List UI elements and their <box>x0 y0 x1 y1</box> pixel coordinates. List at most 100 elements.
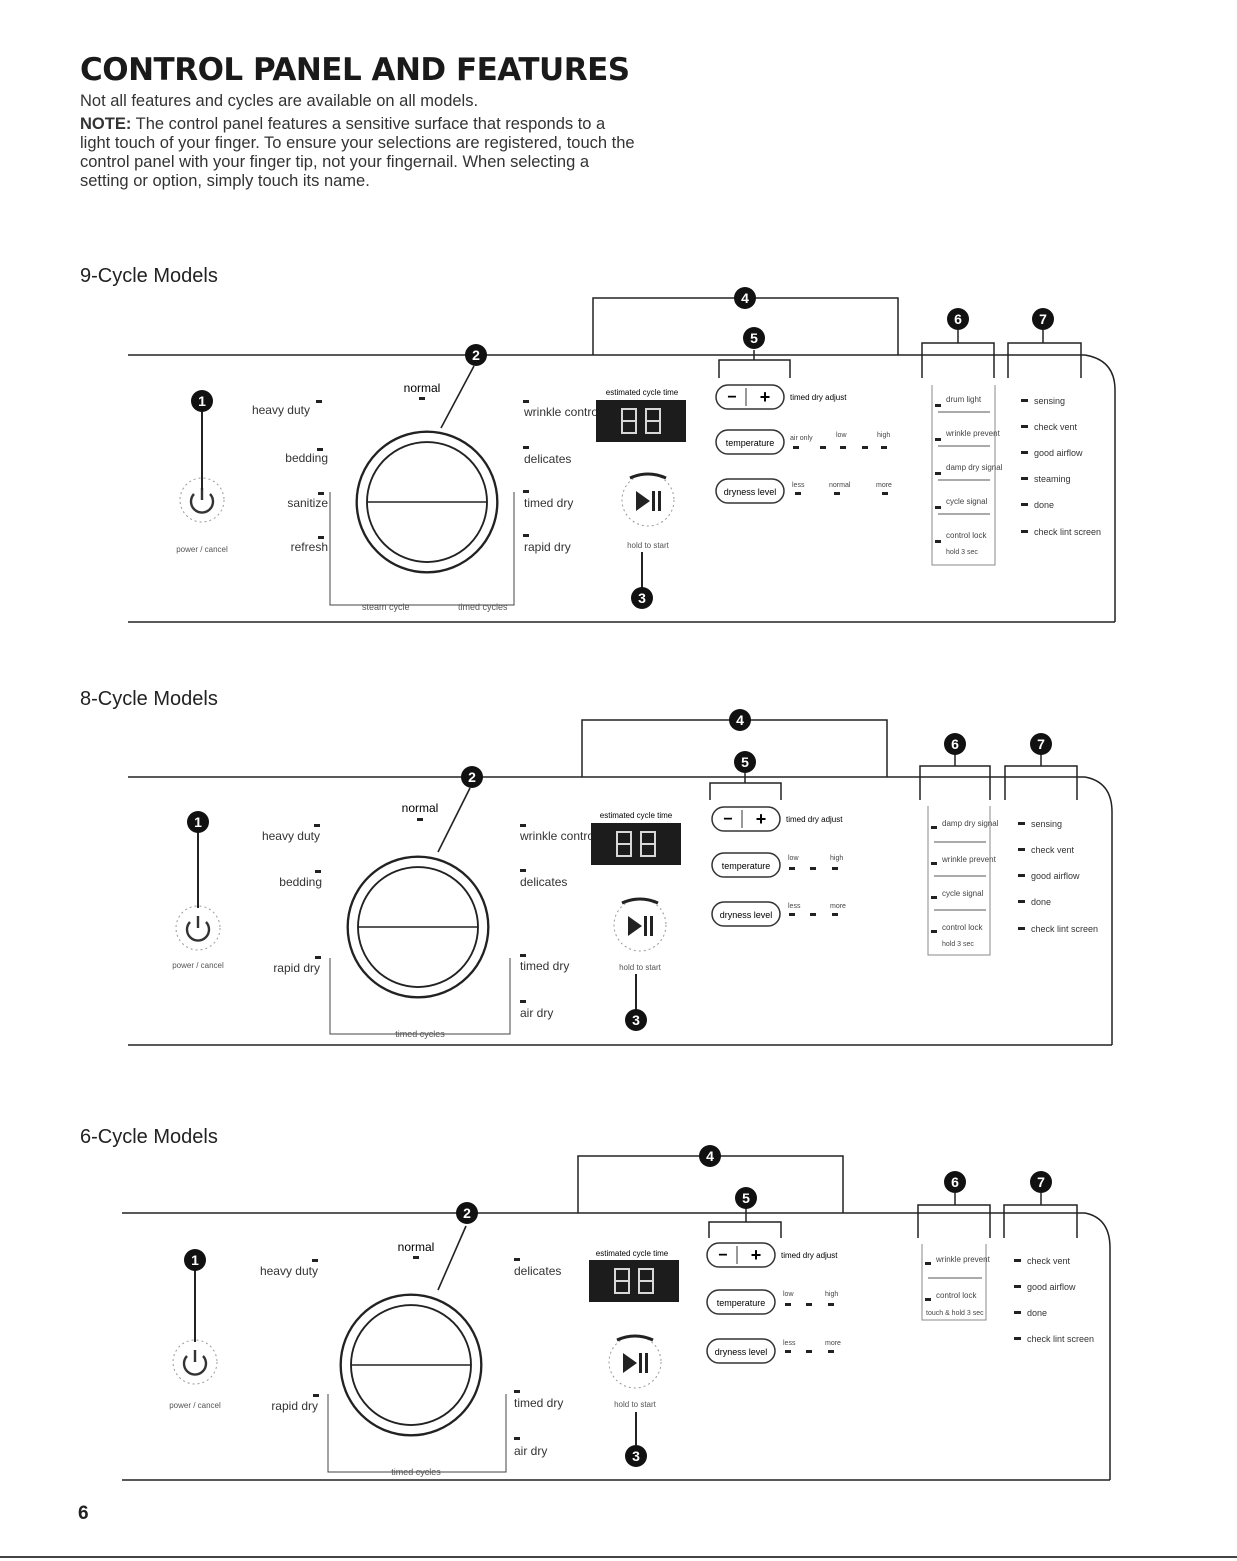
power-button[interactable] <box>175 905 221 951</box>
status-good-airflow: good airflow <box>1034 448 1083 458</box>
start-label: hold to start <box>619 963 662 972</box>
cycle-rapid-dry[interactable]: rapid dry <box>524 540 571 554</box>
option-wrinkle-prevent[interactable]: wrinkle prevent <box>935 1255 991 1264</box>
timed-dry-adjust[interactable]: − + <box>711 806 781 832</box>
callout-4: 4 <box>699 1145 721 1167</box>
page-bottom-rule <box>0 1556 1237 1558</box>
display-label: estimated cycle time <box>596 1249 669 1258</box>
option-cycle-signal[interactable]: cycle signal <box>942 889 984 898</box>
svg-text:+: + <box>751 1245 762 1265</box>
cycle-delicates[interactable]: delicates <box>520 875 567 889</box>
svg-text:4: 4 <box>736 712 744 728</box>
options-hint: touch & hold 3 sec <box>926 1310 984 1317</box>
cycle-wrinkle-control[interactable]: wrinkle control <box>523 405 601 419</box>
timed-adjust-label: timed dry adjust <box>786 815 843 824</box>
note-paragraph: NOTE: The control panel features a sensi… <box>80 115 640 191</box>
dryness-less: less <box>788 903 801 910</box>
cycle-delicates[interactable]: delicates <box>524 452 571 466</box>
cycle-wrinkle-control[interactable]: wrinkle control <box>519 829 597 843</box>
group-label-timed: timed cycles <box>391 1467 441 1477</box>
cycle-time-display <box>589 1260 679 1302</box>
cycle-rapid-dry[interactable]: rapid dry <box>271 1399 318 1413</box>
cycle-rapid-dry[interactable]: rapid dry <box>273 961 320 975</box>
svg-text:7: 7 <box>1039 311 1047 327</box>
option-control-lock[interactable]: control lock <box>936 1291 977 1300</box>
power-label: power / cancel <box>169 1401 221 1410</box>
dryness-more: more <box>825 1340 841 1347</box>
cycle-bedding[interactable]: bedding <box>285 451 328 465</box>
svg-text:1: 1 <box>198 393 206 409</box>
power-icon <box>185 921 211 942</box>
start-button[interactable] <box>621 472 675 527</box>
cycle-heavy-duty[interactable]: heavy duty <box>260 1264 318 1278</box>
cycle-delicates[interactable]: delicates <box>514 1264 561 1278</box>
temperature-label: temperature <box>722 861 771 871</box>
cycle-knob[interactable] <box>355 430 499 574</box>
temp-high: high <box>825 1291 838 1298</box>
cycle-air-dry[interactable]: air dry <box>520 1006 553 1020</box>
intro-text: Not all features and cycles are availabl… <box>80 92 640 195</box>
cycle-heavy-duty[interactable]: heavy duty <box>252 403 310 417</box>
callout-5: 5 <box>734 751 756 773</box>
cycle-refresh[interactable]: refresh <box>291 540 328 554</box>
option-cycle-signal[interactable]: cycle signal <box>946 497 988 506</box>
power-button[interactable] <box>172 1339 218 1385</box>
option-wrinkle-prevent[interactable]: wrinkle prevent <box>941 855 997 864</box>
cycle-bedding[interactable]: bedding <box>279 875 322 889</box>
callout-3: 3 <box>631 587 653 609</box>
start-label: hold to start <box>627 541 670 550</box>
start-button[interactable] <box>613 897 667 952</box>
callout-7: 7 <box>1030 1171 1052 1193</box>
nine-cycle-title: 9-Cycle Models <box>80 265 218 287</box>
cycle-knob[interactable] <box>346 855 490 999</box>
svg-text:2: 2 <box>472 347 480 363</box>
panel-right-edge <box>1084 354 1116 622</box>
start-button[interactable] <box>608 1334 662 1389</box>
svg-text:−: − <box>727 389 736 406</box>
note-label: NOTE: <box>80 115 132 133</box>
callout-5: 5 <box>735 1187 757 1209</box>
status-good-airflow: good airflow <box>1027 1282 1076 1292</box>
dryness-button[interactable] <box>706 1338 776 1364</box>
dryness-button[interactable] <box>711 901 781 927</box>
cycle-knob[interactable] <box>339 1293 483 1437</box>
dryness-less: less <box>792 482 805 489</box>
page-title: CONTROL PANEL AND FEATURES <box>80 52 630 88</box>
svg-text:5: 5 <box>742 1190 750 1206</box>
options-hint: hold 3 sec <box>946 549 978 556</box>
nine-cycle-panel: power / cancel normal heavy duty bedding… <box>128 287 1116 623</box>
cycle-sanitize[interactable]: sanitize <box>287 496 328 510</box>
status-done: done <box>1031 897 1051 907</box>
options-hint: hold 3 sec <box>942 941 974 948</box>
eight-cycle-panel: power / cancel normal heavy duty bedding… <box>128 709 1113 1046</box>
status-sensing: sensing <box>1034 396 1065 406</box>
note-text: The control panel features a sensitive s… <box>80 115 635 190</box>
callout-6: 6 <box>944 733 966 755</box>
status-check-lint-screen: check lint screen <box>1031 924 1098 934</box>
option-wrinkle-prevent[interactable]: wrinkle prevent <box>945 429 1001 438</box>
temperature-button[interactable] <box>706 1289 776 1315</box>
cycle-heavy-duty[interactable]: heavy duty <box>262 829 320 843</box>
timed-dry-adjust[interactable]: − + <box>706 1242 776 1268</box>
dryness-less: less <box>783 1340 796 1347</box>
option-control-lock[interactable]: control lock <box>946 531 987 540</box>
cycle-air-dry[interactable]: air dry <box>514 1444 547 1458</box>
svg-text:4: 4 <box>741 290 749 306</box>
temperature-button[interactable] <box>711 852 781 878</box>
cycle-normal[interactable]: normal <box>402 801 439 815</box>
cycle-timed-dry[interactable]: timed dry <box>524 496 573 510</box>
callout-2: 2 <box>465 344 487 366</box>
cycle-timed-dry[interactable]: timed dry <box>520 959 569 973</box>
cycle-timed-dry[interactable]: timed dry <box>514 1396 563 1410</box>
cycle-normal[interactable]: normal <box>404 381 441 395</box>
cycle-normal[interactable]: normal <box>398 1240 435 1254</box>
timed-dry-adjust[interactable]: − + <box>715 384 785 410</box>
option-control-lock[interactable]: control lock <box>942 923 983 932</box>
dryness-button[interactable] <box>715 478 785 504</box>
svg-text:6: 6 <box>951 736 959 752</box>
temperature-button[interactable] <box>715 429 785 455</box>
option-damp-dry-signal[interactable]: damp dry signal <box>946 463 1003 472</box>
intro-paragraph: Not all features and cycles are availabl… <box>80 92 479 110</box>
option-damp-dry-signal[interactable]: damp dry signal <box>942 819 999 828</box>
option-drum-light[interactable]: drum light <box>946 395 982 404</box>
